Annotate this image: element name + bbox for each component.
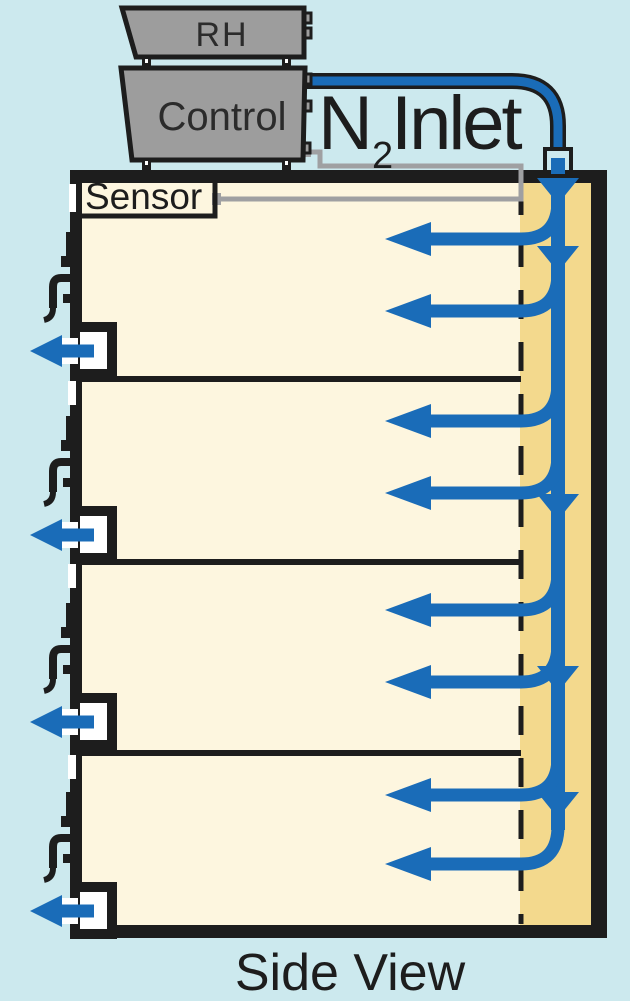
n2-symbol: N: [318, 81, 373, 166]
n2-subscript: 2: [372, 135, 393, 177]
rh-unit: RH: [118, 5, 313, 69]
cabinet-interior: [82, 183, 520, 925]
door-gap-notches: [68, 184, 76, 779]
sensor-label: Sensor: [85, 176, 202, 217]
control-label: Control: [158, 95, 287, 139]
n2-inlet-pipe: [305, 73, 573, 178]
rh-box: [118, 5, 307, 60]
rh-label: RH: [195, 16, 248, 54]
control-unit: Control: [118, 65, 313, 171]
n2-word: Inlet: [391, 81, 523, 166]
cabinet: [68, 170, 607, 938]
sensor-label-box: Sensor: [76, 173, 218, 219]
nitrogen-flow: [385, 158, 579, 881]
inlet-fitting: [543, 147, 573, 178]
control-box: [118, 65, 308, 163]
n2-inlet-annotation: N 2 Inlet: [318, 81, 526, 177]
shelf-dividers: [82, 376, 521, 756]
caption: Side View: [235, 944, 466, 1001]
